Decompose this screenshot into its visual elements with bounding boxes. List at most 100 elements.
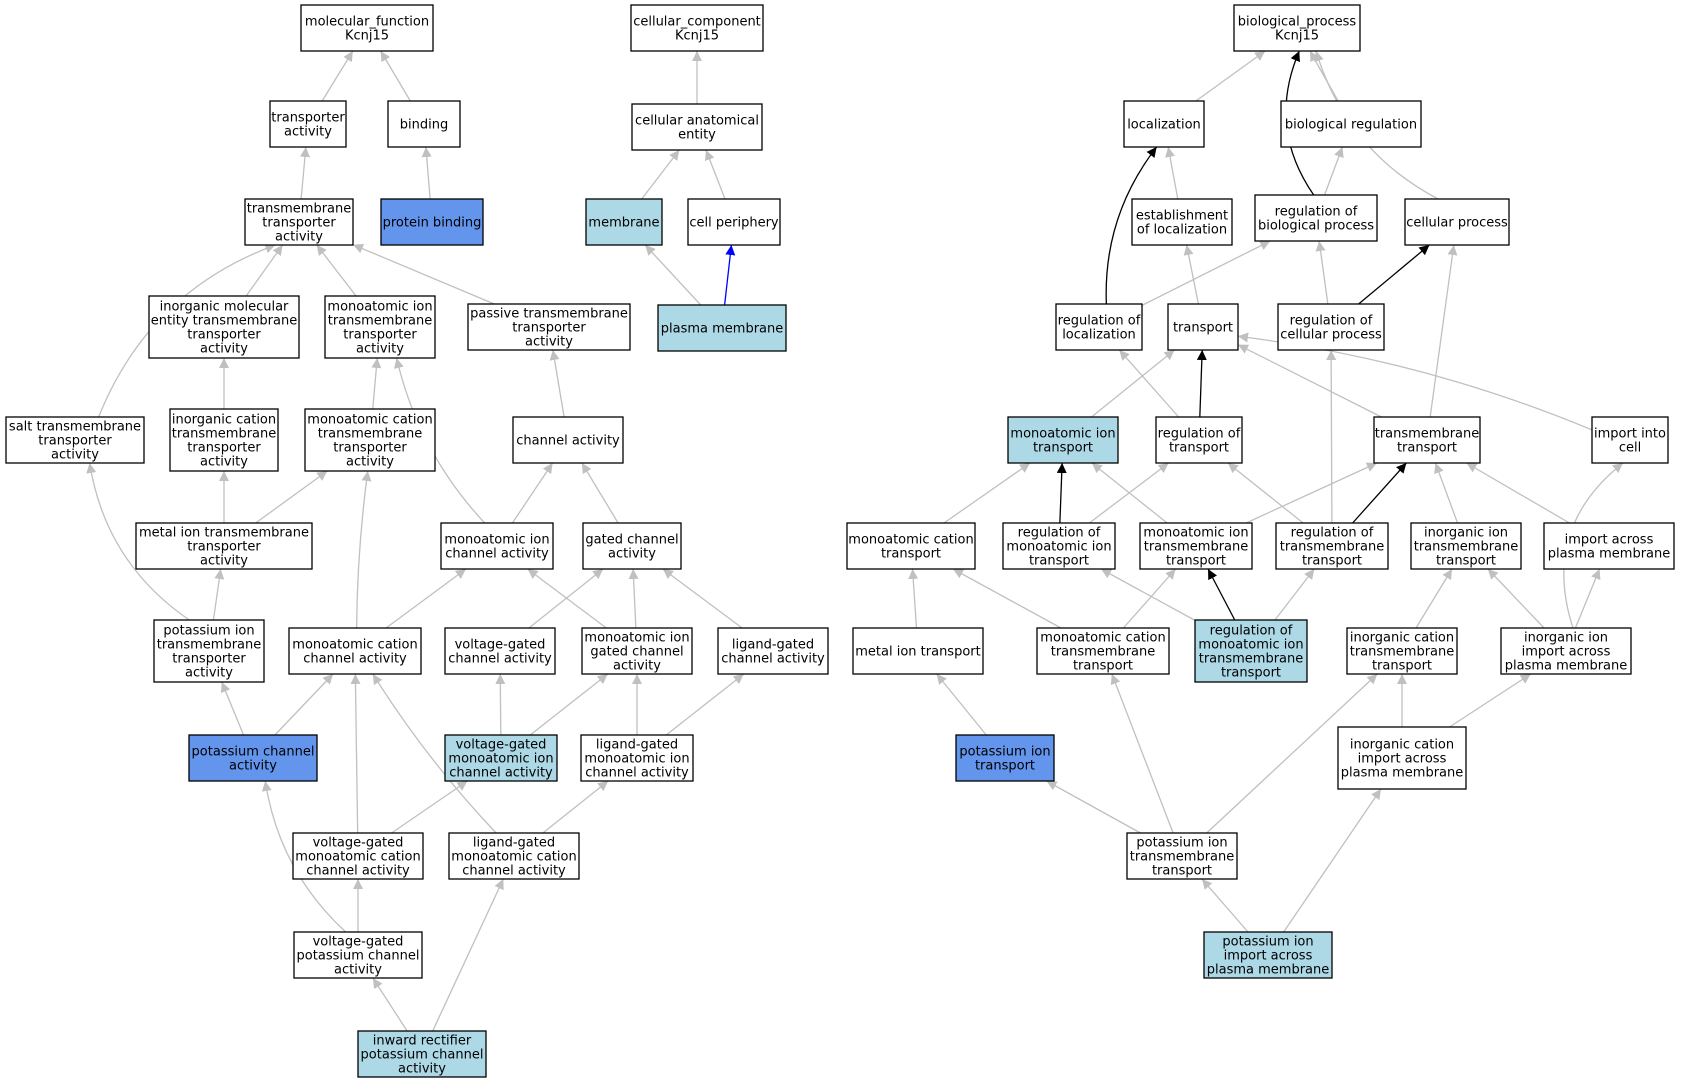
node-loc[interactable]: localization bbox=[1123, 100, 1205, 148]
edge-rmit-to-mit bbox=[1056, 462, 1067, 524]
edge-chact-to-ptta bbox=[549, 349, 565, 418]
node-mit2[interactable]: metal ion transport bbox=[852, 627, 984, 675]
edge-pitt-to-mctt bbox=[1110, 673, 1174, 834]
node-label-line: cellular process bbox=[1406, 216, 1508, 231]
node-breg[interactable]: biological regulation bbox=[1280, 100, 1422, 148]
node-box bbox=[387, 100, 461, 148]
node-box bbox=[448, 832, 580, 880]
node-label-line: protein binding bbox=[383, 216, 482, 231]
node-label-line: transport bbox=[1436, 554, 1496, 569]
edge-mit2-to-mct bbox=[908, 568, 919, 629]
node-chact[interactable]: channel activity bbox=[512, 416, 624, 464]
node-label-line: localization bbox=[1062, 328, 1136, 343]
node-label-line: monoatomic ion bbox=[448, 752, 553, 767]
edge-pit-to-mit2 bbox=[936, 673, 987, 736]
node-label-line: channel activity bbox=[462, 864, 566, 879]
edge-rt-to-rloc bbox=[1118, 349, 1180, 418]
node-box bbox=[717, 627, 829, 675]
node-label-line: biological_process bbox=[1238, 15, 1357, 30]
node-box bbox=[1167, 303, 1239, 351]
node-mem[interactable]: membrane bbox=[585, 198, 663, 246]
edge-mitta2-to-mctta bbox=[255, 470, 328, 524]
node-cp[interactable]: cell periphery bbox=[687, 198, 781, 246]
node-pb[interactable]: protein binding bbox=[380, 198, 484, 246]
node-pm[interactable]: plasma membrane bbox=[657, 304, 787, 352]
node-label-line: monoatomic ion bbox=[584, 752, 689, 767]
node-label-line: plasma membrane bbox=[1207, 963, 1330, 978]
edge-rcp-to-rbp bbox=[1315, 240, 1329, 305]
edge-mctt-to-mct bbox=[952, 568, 1062, 629]
edge-rtt-to-rcp bbox=[1326, 349, 1337, 524]
edge-vgmica-to-vgca bbox=[495, 673, 506, 736]
node-bind[interactable]: binding bbox=[387, 100, 461, 148]
node-label-line: inorganic molecular bbox=[160, 300, 289, 315]
node-label-line: channel activity bbox=[303, 652, 407, 667]
node-label-line: metal ion transport bbox=[855, 645, 980, 660]
node-label-line: monoatomic cation bbox=[295, 850, 420, 865]
edge-mitt-to-tmt bbox=[1245, 462, 1378, 524]
node-trans[interactable]: transport bbox=[1167, 303, 1239, 351]
node-label-line: transporter bbox=[262, 216, 336, 231]
edge-rt-to-trans bbox=[1196, 349, 1207, 418]
edge-rmitt-to-mitt bbox=[1207, 568, 1236, 621]
node-cproc[interactable]: cellular process bbox=[1404, 198, 1510, 246]
edge-mcca-to-mica bbox=[385, 568, 467, 629]
node-label-line: channel activity bbox=[448, 652, 552, 667]
node-box bbox=[1404, 198, 1510, 246]
